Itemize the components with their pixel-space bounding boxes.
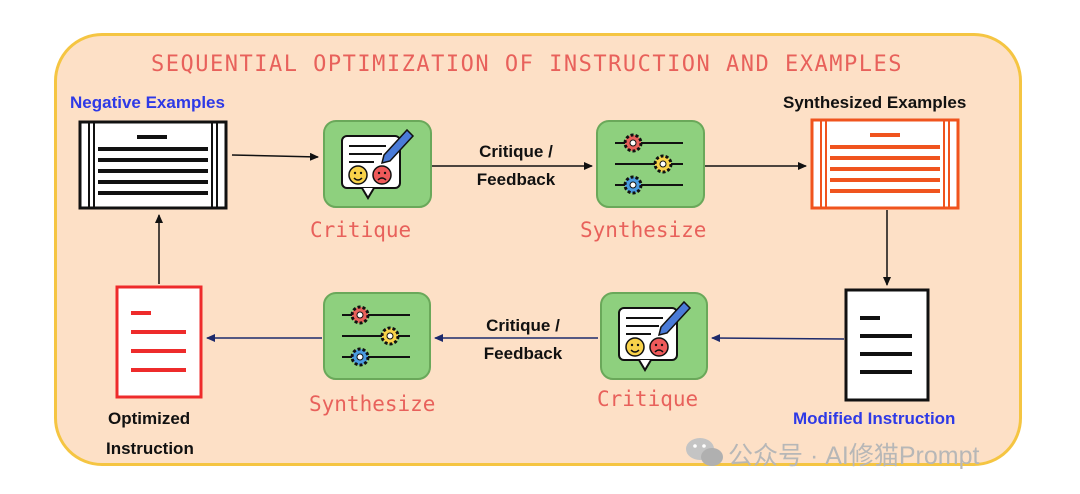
modified-instruction-doc-icon <box>844 288 930 402</box>
watermark-text: 公众号 · AI修猫Prompt <box>728 442 980 470</box>
optimized-instruction-label-line2: Instruction <box>106 439 194 458</box>
synthesized-examples-label: Synthesized Examples <box>783 93 967 112</box>
critique-bottom-label: Critique <box>597 387 699 411</box>
synthesize-top-label: Synthesize <box>580 218 707 242</box>
optimized-instruction-label-line1: Optimized <box>108 409 191 428</box>
critique-top-icon <box>323 120 432 208</box>
critique-top-label: Critique <box>310 218 412 242</box>
negative-examples-doc-icon <box>78 120 228 210</box>
diagram-title: SEQUENTIAL OPTIMIZATION OF INSTRUCTION A… <box>150 52 903 77</box>
modified-instruction-label: Modified Instruction <box>793 409 956 428</box>
wechat-icon <box>686 438 723 466</box>
optimized-instruction-doc-icon <box>115 285 203 399</box>
critique-feedback-label-bottom: Critique /Feedback <box>483 316 563 363</box>
synthesize-top-icon <box>596 120 705 208</box>
negative-examples-label: Negative Examples <box>70 93 225 112</box>
arrow-modified-to-critique-bottom <box>711 334 845 343</box>
critique-bottom-icon <box>600 292 708 380</box>
critique-feedback-label-top: Critique /Feedback <box>476 142 556 189</box>
synthesized-examples-doc-icon <box>810 118 960 210</box>
synthesize-bottom-icon <box>323 292 431 380</box>
arrow-negative-to-critique <box>231 152 319 161</box>
synthesize-bottom-label: Synthesize <box>309 392 436 416</box>
